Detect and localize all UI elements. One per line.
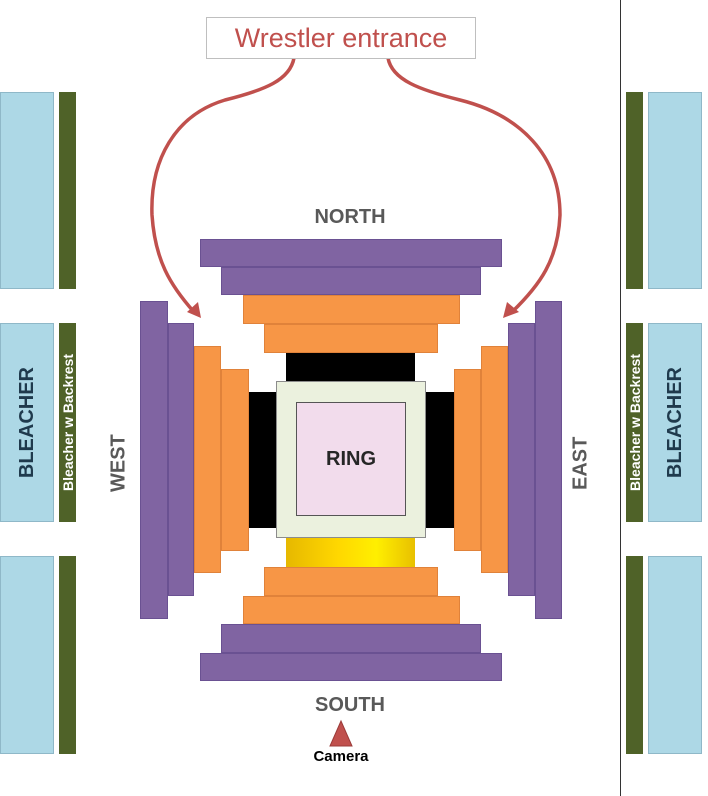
west-seat-row-2 [168, 323, 194, 596]
north-label: NORTH [314, 205, 386, 228]
right-bleacher-bottom [648, 556, 702, 754]
wrestler-entrance-label: Wrestler entrance [206, 17, 476, 59]
south-entrance-ramp [286, 538, 415, 567]
east-seat-row-4 [454, 369, 481, 551]
ring-mat: RING [296, 402, 406, 516]
left-bleacher-middle: BLEACHER [0, 323, 54, 522]
north-ringside [286, 353, 415, 381]
wrestler-entrance-text: Wrestler entrance [234, 22, 448, 53]
left-bleacher-bottom [0, 556, 54, 754]
left-arrowhead [187, 302, 201, 318]
left-bleacher-label: BLEACHER [15, 366, 38, 479]
east-seat-row-3 [481, 346, 508, 573]
left-backrest-top [59, 92, 76, 289]
north-seat-row-4 [264, 324, 438, 353]
right-divider-line [620, 0, 621, 796]
right-backrest-label: Bleacher w Backrest [626, 354, 643, 491]
left-backrest-bottom [59, 556, 76, 754]
right-backrest-middle: Bleacher w Backrest [626, 323, 643, 522]
south-seat-row-1 [200, 653, 502, 681]
west-ringside [249, 392, 276, 528]
left-bleacher-top [0, 92, 54, 289]
right-entrance-arrow-path [386, 57, 562, 314]
left-backrest-label: Bleacher w Backrest [59, 354, 76, 491]
south-label: SOUTH [315, 693, 385, 716]
right-bleacher-label: BLEACHER [663, 366, 686, 479]
camera-icon [329, 719, 353, 747]
east-seat-row-1 [535, 301, 562, 619]
south-seat-row-3 [243, 596, 460, 624]
north-seat-row-1 [200, 239, 502, 267]
west-seat-row-1 [140, 301, 168, 619]
west-seat-row-3 [194, 346, 221, 573]
west-label: WEST [107, 434, 130, 492]
camera-label: Camera [313, 747, 369, 765]
right-bleacher-middle: BLEACHER [648, 323, 702, 522]
right-backrest-top [626, 92, 643, 289]
ring-label: RING [326, 447, 376, 470]
north-seat-row-2 [221, 267, 481, 295]
east-seat-row-2 [508, 323, 535, 596]
north-seat-row-3 [243, 295, 460, 324]
west-seat-row-4 [221, 369, 249, 551]
south-seat-row-2 [221, 624, 481, 653]
right-backrest-bottom [626, 556, 643, 754]
left-entrance-arrow-path [150, 57, 296, 314]
east-ringside [426, 392, 454, 528]
right-arrowhead [503, 302, 519, 318]
right-bleacher-top [648, 92, 702, 289]
left-backrest-middle: Bleacher w Backrest [59, 323, 76, 522]
east-label: EAST [569, 436, 592, 490]
south-seat-row-4 [264, 567, 438, 596]
